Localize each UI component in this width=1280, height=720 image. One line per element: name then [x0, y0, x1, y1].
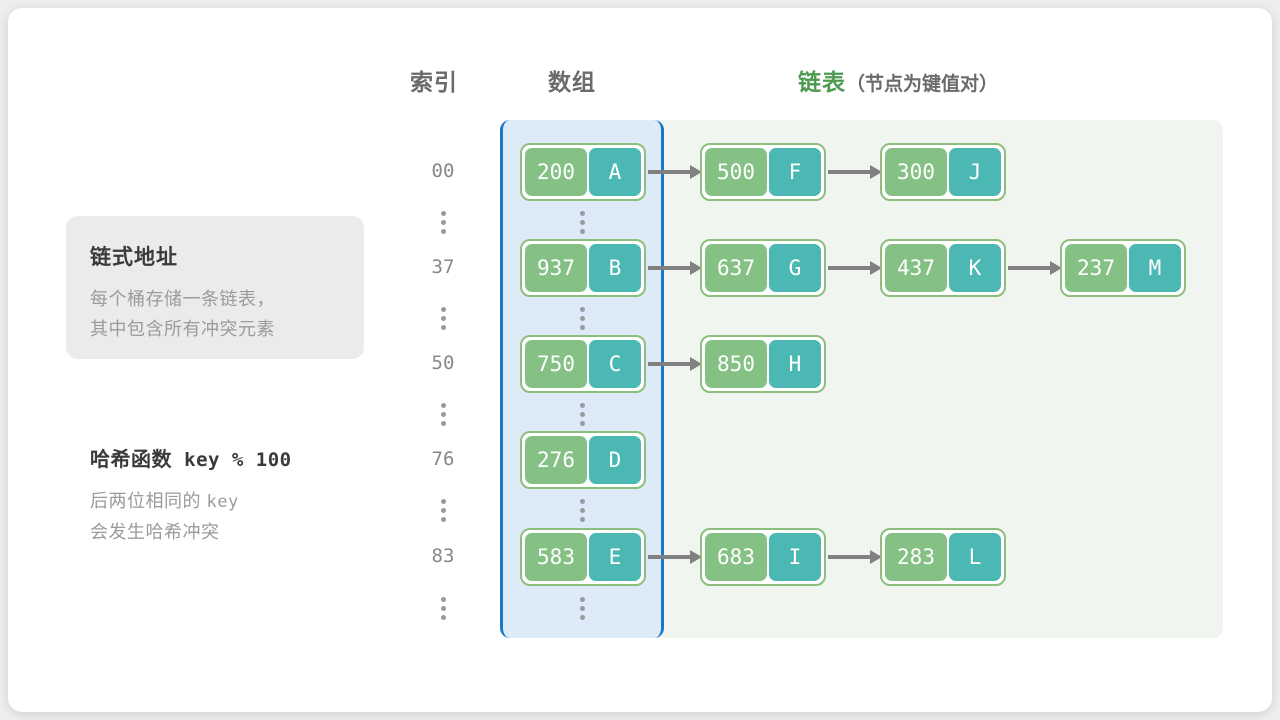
- node-key: 276: [525, 436, 587, 484]
- arrow-shaft: [1008, 266, 1051, 270]
- arrow-head-icon: [870, 261, 882, 275]
- node-key: 683: [705, 533, 767, 581]
- arrow-head-icon: [690, 550, 702, 564]
- info-card-line-1: 每个桶存储一条链表，: [90, 289, 275, 309]
- arrow-head-icon: [1050, 261, 1062, 275]
- next-pointer-arrow: [828, 165, 882, 179]
- node-value: B: [589, 244, 641, 292]
- node-value: J: [949, 148, 1001, 196]
- info-card-body: 每个桶存储一条链表， 其中包含所有冲突元素: [90, 284, 275, 344]
- node-value: I: [769, 533, 821, 581]
- hash-note-key: key: [206, 492, 239, 512]
- node-key: 937: [525, 244, 587, 292]
- header-linked-list: 链表（节点为键值对）: [798, 63, 998, 97]
- info-card: [66, 216, 364, 359]
- node-key: 283: [885, 533, 947, 581]
- header-array: 数组: [548, 69, 596, 95]
- bucket-index-label: 00: [431, 160, 455, 182]
- node-key: 237: [1065, 244, 1127, 292]
- arrow-shaft: [648, 362, 691, 366]
- index-ellipsis-icon: [436, 597, 450, 620]
- array-ellipsis-icon: [575, 499, 589, 522]
- next-pointer-arrow: [648, 550, 702, 564]
- hash-function-note: 后两位相同的 key 会发生哈希冲突: [90, 486, 239, 547]
- next-pointer-arrow: [828, 550, 882, 564]
- hash-function-expression: key % 100: [184, 449, 292, 471]
- arrow-shaft: [648, 266, 691, 270]
- node-value: L: [949, 533, 1001, 581]
- next-pointer-arrow: [648, 357, 702, 371]
- node-key: 500: [705, 148, 767, 196]
- array-ellipsis-icon: [575, 307, 589, 330]
- node-key: 200: [525, 148, 587, 196]
- next-pointer-arrow: [648, 261, 702, 275]
- bucket-index-label: 37: [431, 256, 455, 278]
- node-key: 637: [705, 244, 767, 292]
- header-linked-list-main: 链表: [798, 69, 846, 95]
- node-key: 437: [885, 244, 947, 292]
- bucket-index-label: 76: [431, 448, 455, 470]
- arrow-shaft: [828, 266, 871, 270]
- node-value: G: [769, 244, 821, 292]
- hash-note-prefix: 后两位相同的: [90, 491, 201, 511]
- header-linked-list-sub: （节点为键值对）: [846, 74, 999, 95]
- node-value: F: [769, 148, 821, 196]
- array-ellipsis-icon: [575, 403, 589, 426]
- node-key: 583: [525, 533, 587, 581]
- node-value: M: [1129, 244, 1181, 292]
- array-ellipsis-icon: [575, 597, 589, 620]
- arrow-shaft: [648, 170, 691, 174]
- index-ellipsis-icon: [436, 307, 450, 330]
- node-value: D: [589, 436, 641, 484]
- next-pointer-arrow: [1008, 261, 1062, 275]
- node-value: A: [589, 148, 641, 196]
- node-value: H: [769, 340, 821, 388]
- arrow-head-icon: [690, 357, 702, 371]
- info-card-line-2: 其中包含所有冲突元素: [90, 319, 275, 339]
- index-ellipsis-icon: [436, 403, 450, 426]
- node-value: E: [589, 533, 641, 581]
- arrow-head-icon: [690, 261, 702, 275]
- arrow-head-icon: [870, 165, 882, 179]
- node-key: 850: [705, 340, 767, 388]
- hash-function-note-line-2: 会发生哈希冲突: [90, 522, 220, 542]
- hash-function-title: 哈希函数 key % 100: [90, 443, 292, 472]
- diagram-canvas: 索引 数组 链表（节点为键值对） 链式地址 每个桶存储一条链表， 其中包含所有冲…: [8, 8, 1272, 712]
- index-ellipsis-icon: [436, 499, 450, 522]
- node-value: K: [949, 244, 1001, 292]
- hash-function-label: 哈希函数: [90, 449, 172, 471]
- index-ellipsis-icon: [436, 211, 450, 234]
- array-ellipsis-icon: [575, 211, 589, 234]
- node-key: 750: [525, 340, 587, 388]
- header-index: 索引: [410, 69, 458, 95]
- next-pointer-arrow: [648, 165, 702, 179]
- bucket-index-label: 50: [431, 352, 455, 374]
- arrow-shaft: [828, 170, 871, 174]
- hash-function-note-line-1: 后两位相同的 key: [90, 486, 239, 517]
- arrow-shaft: [828, 555, 871, 559]
- info-card-title: 链式地址: [90, 246, 178, 269]
- arrow-head-icon: [870, 550, 882, 564]
- node-key: 300: [885, 148, 947, 196]
- next-pointer-arrow: [828, 261, 882, 275]
- node-value: C: [589, 340, 641, 388]
- arrow-shaft: [648, 555, 691, 559]
- arrow-head-icon: [690, 165, 702, 179]
- bucket-index-label: 83: [431, 545, 455, 567]
